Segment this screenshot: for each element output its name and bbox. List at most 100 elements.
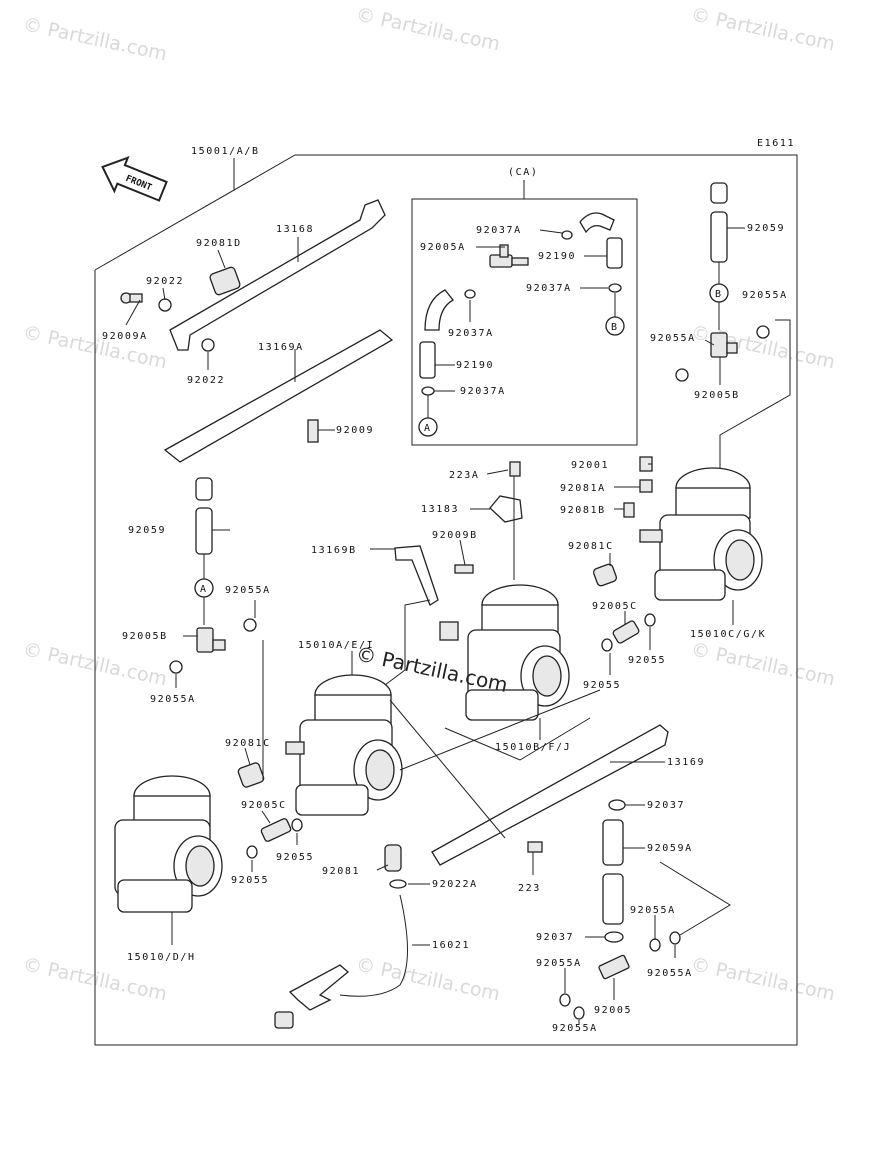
- part-label: 92081: [322, 866, 360, 877]
- carburetor-15010cgk: [639, 467, 763, 601]
- cable-bracket: [288, 964, 350, 1011]
- leader-lines: [125, 158, 745, 1025]
- part-label: 223: [518, 883, 541, 894]
- part-label: 15010A/E/I: [298, 640, 374, 651]
- part-label: 92009: [336, 425, 374, 436]
- part-label: 223A: [449, 470, 479, 481]
- part-label: 92009A: [102, 331, 148, 342]
- carburetor-15010bfj: [439, 584, 570, 721]
- oring-92055a: [169, 660, 183, 674]
- part-label: 92037: [536, 932, 574, 943]
- part-label: 15010C/G/K: [690, 629, 766, 640]
- tee-fitting: [511, 257, 529, 266]
- part-label: 92190: [538, 251, 576, 262]
- part-label: 92055A: [150, 694, 196, 705]
- oring-92055: [291, 818, 303, 832]
- washer-92022: [158, 298, 172, 312]
- oring-92055a: [756, 325, 770, 339]
- hose-elbow: [579, 212, 615, 234]
- part-label: 92022: [187, 375, 225, 386]
- spring-92081b: [623, 502, 635, 518]
- part-label: 13183: [421, 504, 459, 515]
- part-label: 15001/A/B: [191, 146, 260, 157]
- part-label: 13168: [276, 224, 314, 235]
- ref-letter-b: B: [715, 289, 723, 300]
- part-label: 13169: [667, 757, 705, 768]
- ref-letter-b: B: [611, 322, 619, 333]
- part-label: 92037A: [448, 328, 494, 339]
- part-label: 92005: [594, 1005, 632, 1016]
- diagram-code: E1611: [757, 138, 795, 149]
- washer-92022: [201, 338, 215, 352]
- watermark-text: © Partzilla.com: [689, 3, 837, 55]
- spring-92081a: [639, 479, 653, 493]
- tee-92005b: [726, 342, 738, 354]
- part-label: 92081B: [560, 505, 606, 516]
- oring-92055: [644, 613, 656, 627]
- bracket-13183: [489, 495, 523, 523]
- bracket-13168: [169, 199, 386, 351]
- hose-clamp: [464, 289, 476, 299]
- carburetor-15010dh: [114, 775, 223, 913]
- part-label: 92055A: [536, 958, 582, 969]
- part-label: 92190: [456, 360, 494, 371]
- part-label: 92005C: [592, 601, 638, 612]
- part-label: 15010/D/H: [127, 952, 196, 963]
- hose-92059: [710, 182, 728, 204]
- part-label: 15010B/F/J: [495, 742, 571, 753]
- part-label: 92055A: [742, 290, 788, 301]
- oring-92055a: [243, 618, 257, 632]
- part-label: 92005B: [694, 390, 740, 401]
- part-label: 92081A: [560, 483, 606, 494]
- ca-box: [411, 198, 638, 446]
- part-label: 92037A: [476, 225, 522, 236]
- screw-223: [527, 841, 543, 853]
- oring-92055a: [559, 993, 571, 1007]
- tee-92005b: [212, 639, 226, 651]
- watermark-text: © Partzilla.com: [21, 13, 169, 65]
- leader: [719, 319, 791, 470]
- spring-92081d: [209, 266, 241, 296]
- part-label: 92005C: [241, 800, 287, 811]
- part-label: 92037A: [460, 386, 506, 397]
- tee-92005b: [196, 627, 214, 653]
- part-label: 92005B: [122, 631, 168, 642]
- part-label: 92059: [128, 525, 166, 536]
- hose-straight: [419, 341, 436, 379]
- part-label: 92055A: [630, 905, 676, 916]
- watermark-text: © Partzilla.com: [689, 953, 837, 1005]
- pipe-92005c: [260, 818, 292, 842]
- part-label: 92055: [583, 680, 621, 691]
- part-label: 92081C: [568, 541, 614, 552]
- tee-fitting: [499, 244, 509, 258]
- bracket-13169a: [163, 329, 394, 463]
- oring-92055a: [675, 368, 689, 382]
- part-label: 92055A: [647, 968, 693, 979]
- ref-letter-a: A: [424, 423, 432, 434]
- oring-92055a: [573, 1006, 585, 1020]
- part-label: 92022A: [432, 879, 478, 890]
- watermark-text: © Partzilla.com: [689, 638, 837, 690]
- hose-clamp: [421, 386, 435, 396]
- clamp-92037: [608, 799, 626, 811]
- part-label: 13169B: [311, 545, 357, 556]
- part-label: 92009B: [432, 530, 478, 541]
- cable-16021: [339, 894, 408, 997]
- hose-92059: [710, 211, 728, 263]
- hose-92059a: [602, 819, 624, 866]
- hose-92059: [195, 477, 213, 501]
- screw-223a: [509, 461, 521, 477]
- spring-92081: [384, 844, 402, 872]
- carburetor-15010aei: [285, 674, 403, 816]
- clamp-92037: [604, 931, 624, 943]
- part-label: 92081C: [225, 738, 271, 749]
- part-label: 92055A: [552, 1023, 598, 1034]
- hose-92059: [195, 507, 213, 555]
- tee-92005: [598, 954, 630, 980]
- part-label: 92055A: [650, 333, 696, 344]
- part-label: 92022: [146, 276, 184, 287]
- part-label: 92055A: [225, 585, 271, 596]
- watermark-text: © Partzilla.com: [354, 953, 502, 1005]
- part-label: 92037: [647, 800, 685, 811]
